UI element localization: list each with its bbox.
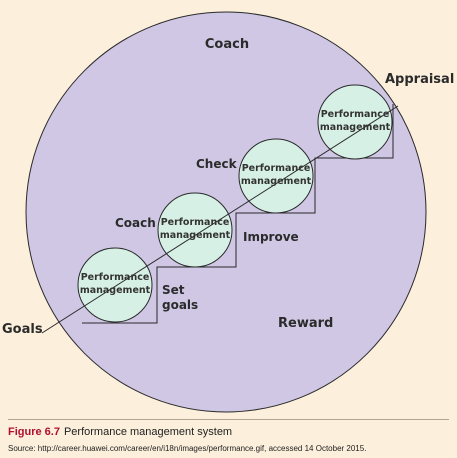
- step-1-label-line1: Performance: [81, 272, 150, 283]
- step-circle-4: [317, 84, 393, 160]
- step-circle-3: [238, 138, 314, 214]
- label-top-coach: Coach: [205, 37, 249, 52]
- step-4-label-line2: management: [320, 122, 391, 133]
- step-1-label-line2: management: [80, 285, 151, 296]
- performance-cycle-diagram: Performance management Performance manag…: [2, 11, 454, 413]
- step-3-label-line2: management: [241, 176, 312, 187]
- label-set-goals-line2: goals: [162, 298, 198, 312]
- label-coach: Coach: [115, 216, 156, 230]
- staircase-steps: [82, 104, 394, 324]
- step-circle-2: [157, 192, 233, 268]
- step-2-label-line2: management: [160, 230, 231, 241]
- figure-number: Figure 6.7: [8, 426, 60, 438]
- label-goals: Goals: [2, 322, 43, 337]
- label-improve: Improve: [243, 230, 299, 244]
- label-set-goals-line1: Set: [162, 283, 185, 297]
- label-appraisal: Appraisal: [385, 72, 454, 87]
- figure-source: Source: http://career.huawei.com/career/…: [8, 444, 367, 453]
- figure-title: Performance management system: [63, 426, 233, 438]
- step-2-label-line1: Performance: [161, 217, 230, 228]
- label-reward: Reward: [278, 316, 333, 331]
- step-4-label-line1: Performance: [321, 109, 390, 120]
- label-check: Check: [196, 157, 238, 171]
- caption-divider: [8, 419, 449, 420]
- progress-diagonal-line: [41, 105, 399, 334]
- step-3-label-line1: Performance: [242, 163, 311, 174]
- step-circle-1: [77, 247, 153, 323]
